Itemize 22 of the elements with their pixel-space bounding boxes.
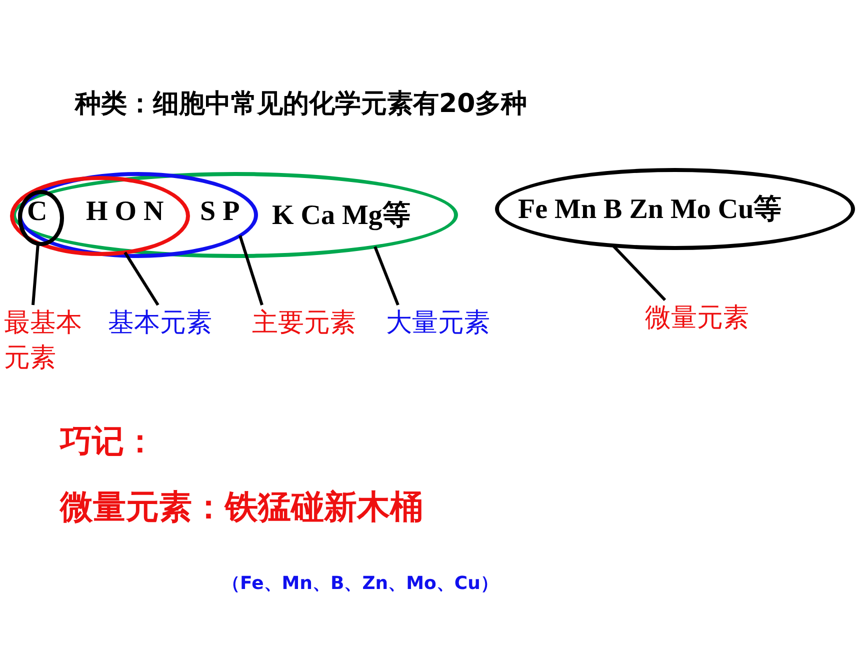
category-label: 微量元素 [645,302,750,335]
category-label: 最基本元素 [4,307,83,375]
element-symbol-list: （Fe、Mn、B、Zn、Mo、Cu） [222,571,498,595]
mnemonic-text: 巧记： [60,421,156,462]
leader-line [32,244,40,306]
element-symbols: H O N [86,196,164,228]
element-group-ellipse [18,190,64,246]
leader-line [374,246,400,306]
element-symbols: S P [200,196,240,228]
category-label: 主要元素 [252,307,357,340]
element-symbols: Fe Mn B Zn Mo Cu等 [518,193,782,227]
category-label: 大量元素 [386,307,491,340]
mnemonic-text: 微量元素：铁猛碰新木桶 [60,486,423,528]
element-group-ellipse [495,168,855,250]
title: 种类：细胞中常见的化学元素有20多种 [75,88,528,121]
element-group-ellipse [10,176,190,256]
element-symbols: C [27,196,48,228]
category-label: 基本元素 [108,307,213,340]
leader-line [238,235,264,306]
element-symbols: K Ca Mg等 [272,199,410,233]
leader-line [124,252,160,306]
element-group-ellipse [12,172,458,258]
